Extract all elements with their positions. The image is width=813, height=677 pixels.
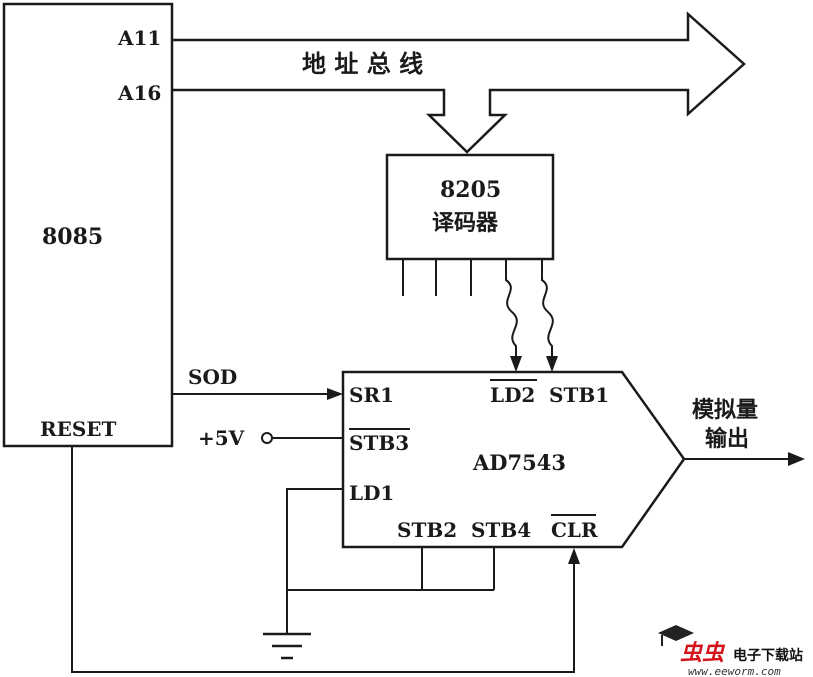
sod-label: SOD [188,365,237,389]
decoder-part: 8205 [440,177,501,203]
reset-to-clr-line [71,446,575,673]
cpu-name: 8085 [42,224,103,250]
cpu-8085-block [2,2,174,448]
dac-pin-ld2: LD2 [490,383,535,407]
watermark-tagline: 电子下载站 [733,647,803,664]
dac-pin-ld1: LD1 [349,481,394,505]
sr1-arrowhead [327,388,343,400]
decoder-to-ld2-line [505,259,518,368]
dac-ad7543-block [341,370,686,549]
ground-symbol [263,632,311,660]
dac-name: AD7543 [472,450,566,475]
ld2-arrowhead [510,356,522,372]
watermark-logo: 虫虫 电子下载站 www.eeworm.com [658,625,803,677]
watermark-url: www.eeworm.com [688,665,781,677]
cpu-pin-a11: A11 [117,26,161,50]
ld1-ground-line [286,488,343,634]
stb1-arrowhead [546,356,558,372]
watermark-brand: 虫虫 [680,641,726,666]
output-label-line2: 输出 [705,426,749,452]
clr-arrowhead [568,548,580,564]
cpu-pin-reset: RESET [40,417,117,441]
dac-pin-stb1: STB1 [549,383,609,407]
dac-pin-stb2: STB2 [397,518,457,542]
dac-pin-stb4: STB4 [471,518,531,542]
cpu-pin-a16: A16 [117,81,161,105]
dac-pin-sr1: SR1 [349,383,394,407]
decoder-to-stb1-line [541,259,554,368]
decoder-desc: 译码器 [432,211,499,236]
graduation-cap-icon [658,625,694,641]
analog-output-arrowhead [788,452,805,466]
dac-pin-clr: CLR [551,518,598,542]
dac-pin-stb3: STB3 [349,431,409,455]
address-bus-label: 地 址 总 线 [302,50,423,78]
output-label-line1: 模拟量 [692,398,758,423]
decoder-8205-block [385,153,555,261]
supply-terminal [261,432,273,444]
address-bus-arrow [172,11,746,154]
supply-label: +5V [198,426,245,450]
